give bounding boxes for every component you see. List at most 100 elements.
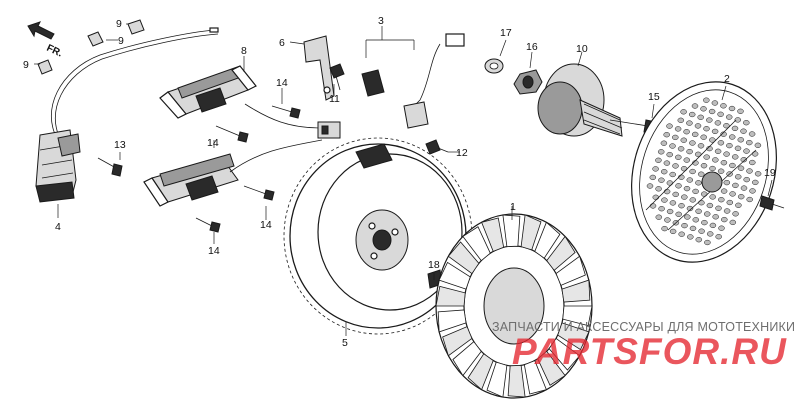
screen-hole — [709, 137, 716, 143]
screen-hole — [703, 126, 710, 132]
fan-blade — [523, 360, 547, 395]
fan-blade — [467, 353, 494, 391]
callout-13: 13 — [114, 139, 126, 151]
screen-hole — [674, 126, 682, 132]
fan-blade — [481, 217, 505, 252]
screen-hole — [737, 108, 744, 114]
screen-hole — [666, 208, 674, 215]
screen-hole — [723, 208, 731, 214]
screen-hole — [698, 228, 705, 234]
screen-hole — [723, 151, 730, 157]
screen-hole — [752, 179, 759, 186]
callout-14a: 14 — [276, 77, 288, 89]
screen-hole — [720, 131, 727, 137]
bolt-13 — [97, 157, 123, 177]
callout-5: 5 — [342, 337, 348, 349]
screen-hole — [669, 143, 676, 149]
screen-hole — [669, 171, 676, 178]
screen-hole — [720, 103, 727, 109]
screen-hole — [737, 194, 745, 200]
fan-blade — [537, 350, 566, 386]
screen-hole — [748, 131, 756, 137]
starter-pulley — [537, 63, 623, 137]
screen-hole — [714, 120, 722, 126]
callout-4: 4 — [55, 221, 61, 233]
cooling-fan — [435, 213, 593, 399]
fan-blade — [462, 226, 491, 262]
screen-hole — [683, 157, 691, 163]
screen-hole — [680, 109, 687, 115]
screen-hole — [714, 148, 722, 154]
screen-hole — [726, 199, 734, 206]
screen-hole — [672, 163, 679, 169]
screen-hole — [658, 177, 665, 183]
callout-15: 15 — [648, 91, 660, 103]
fan-blade — [557, 322, 590, 351]
screen-hole — [711, 128, 719, 135]
bolt-11 — [329, 63, 345, 91]
screen-hole — [732, 182, 739, 189]
callout-12: 12 — [456, 147, 468, 159]
screen-hole — [703, 97, 710, 103]
coil-wiring — [229, 103, 341, 173]
callout-9c: 9 — [23, 59, 29, 71]
screen-hole — [672, 191, 679, 198]
screen-hole — [711, 100, 719, 106]
screen-hole — [675, 154, 682, 160]
callout-14b: 14 — [207, 137, 219, 149]
screen-hole — [704, 239, 711, 246]
screen-hole — [735, 202, 742, 208]
screen-hole — [709, 222, 717, 229]
wire-clips — [37, 19, 145, 75]
screen-hole — [703, 154, 710, 160]
screen-hole — [686, 148, 693, 155]
screen-hole — [677, 117, 685, 123]
fan-blade — [562, 305, 593, 327]
screen-hole — [672, 134, 679, 141]
screen-hole — [717, 111, 724, 117]
screen-hole — [689, 140, 696, 146]
screen-hole — [697, 143, 705, 149]
screen-hole — [715, 205, 722, 211]
screen-hole — [709, 194, 716, 200]
screen-hole — [697, 171, 705, 177]
screen-hole — [652, 194, 660, 200]
screen-hole — [689, 197, 697, 203]
screen-hole — [658, 206, 665, 212]
screen-hole — [666, 151, 673, 158]
screen-hole — [749, 159, 756, 166]
screen-hole — [657, 149, 665, 155]
fan-blade — [442, 326, 473, 357]
fan-blade — [438, 261, 471, 290]
screen-hole — [646, 183, 654, 189]
callout-10: 10 — [576, 43, 588, 55]
screen-hole — [718, 225, 725, 231]
screen-hole — [695, 237, 703, 243]
bolt-19 — [759, 195, 785, 211]
screen-hole — [729, 191, 736, 197]
charge-coil-lower — [143, 153, 239, 207]
screen-hole — [740, 157, 748, 163]
screen-hole — [669, 228, 677, 235]
screen-hole — [734, 145, 742, 151]
screen-hole — [717, 140, 725, 146]
screen-hole — [666, 180, 674, 186]
callout-9b: 9 — [118, 35, 124, 47]
screen-hole — [700, 163, 708, 169]
callout-9a: 9 — [116, 18, 122, 30]
ignition-terminal — [361, 33, 465, 129]
screen-hole — [706, 231, 714, 237]
callout-numbers: 1 2 3 4 5 6 8 9 9 9 10 11 12 13 14 14 14… — [23, 15, 776, 349]
washer — [484, 58, 504, 74]
screen-hole — [680, 137, 688, 143]
fan-blade — [447, 241, 480, 275]
screen-hole — [655, 157, 662, 163]
screen-hole — [700, 191, 708, 197]
screen-hole — [731, 125, 739, 132]
screen-hole — [720, 188, 728, 194]
front-direction-arrow: FR. — [27, 21, 64, 60]
screen-hole — [746, 168, 753, 174]
screen-hole — [681, 222, 688, 229]
screen-hole — [731, 154, 739, 160]
callout-6: 6 — [279, 37, 285, 49]
